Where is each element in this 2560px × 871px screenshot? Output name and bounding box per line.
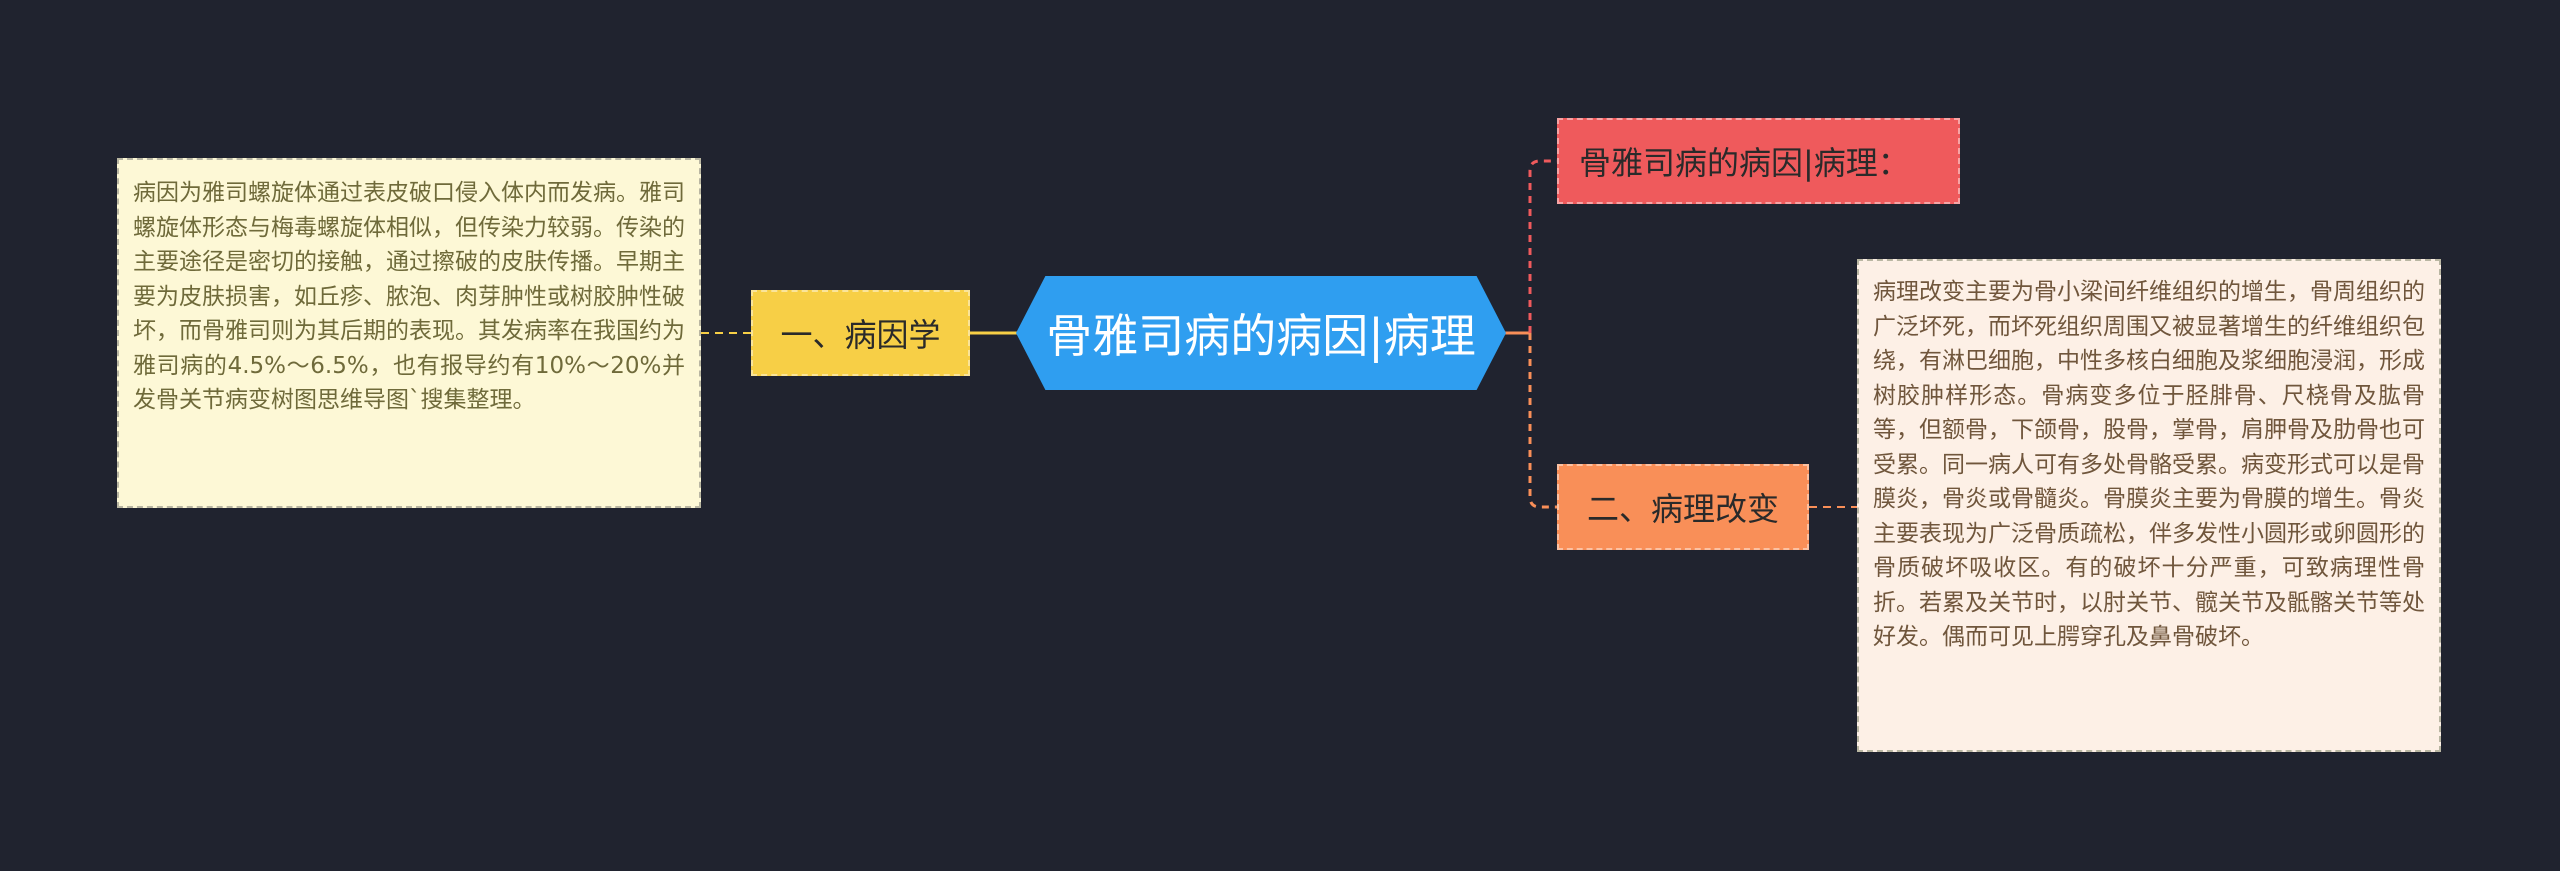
note-etiology[interactable]: 病因为雅司螺旋体通过表皮破口侵入体内而发病。雅司螺旋体形态与梅毒螺旋体相似，但传… bbox=[117, 158, 701, 508]
central-topic[interactable]: 骨雅司病的病因|病理 bbox=[1016, 276, 1506, 390]
note-pathology-text: 病理改变主要为骨小梁间纤维组织的增生，骨周组织的广泛坏死，而坏死组织周围又被显著… bbox=[1873, 279, 2425, 650]
branch-etiology[interactable]: 一、病因学 bbox=[751, 290, 970, 376]
branch-pathology[interactable]: 二、病理改变 bbox=[1557, 464, 1809, 550]
note-pathology[interactable]: 病理改变主要为骨小梁间纤维组织的增生，骨周组织的广泛坏死，而坏死组织周围又被显著… bbox=[1857, 259, 2441, 752]
branch-pathology-title[interactable]: 骨雅司病的病因|病理： bbox=[1557, 118, 1960, 204]
connector-central-pathology bbox=[1528, 333, 1557, 509]
branch-pathology-title-label: 骨雅司病的病因|病理： bbox=[1579, 144, 1910, 182]
branch-pathology-label: 二、病理改变 bbox=[1586, 490, 1779, 528]
central-topic-label: 骨雅司病的病因|病理 bbox=[1046, 309, 1476, 363]
connector-central-pathology-title bbox=[1528, 159, 1557, 333]
note-etiology-text: 病因为雅司螺旋体通过表皮破口侵入体内而发病。雅司螺旋体形态与梅毒螺旋体相似，但传… bbox=[133, 180, 685, 413]
branch-etiology-label: 一、病因学 bbox=[780, 316, 941, 354]
